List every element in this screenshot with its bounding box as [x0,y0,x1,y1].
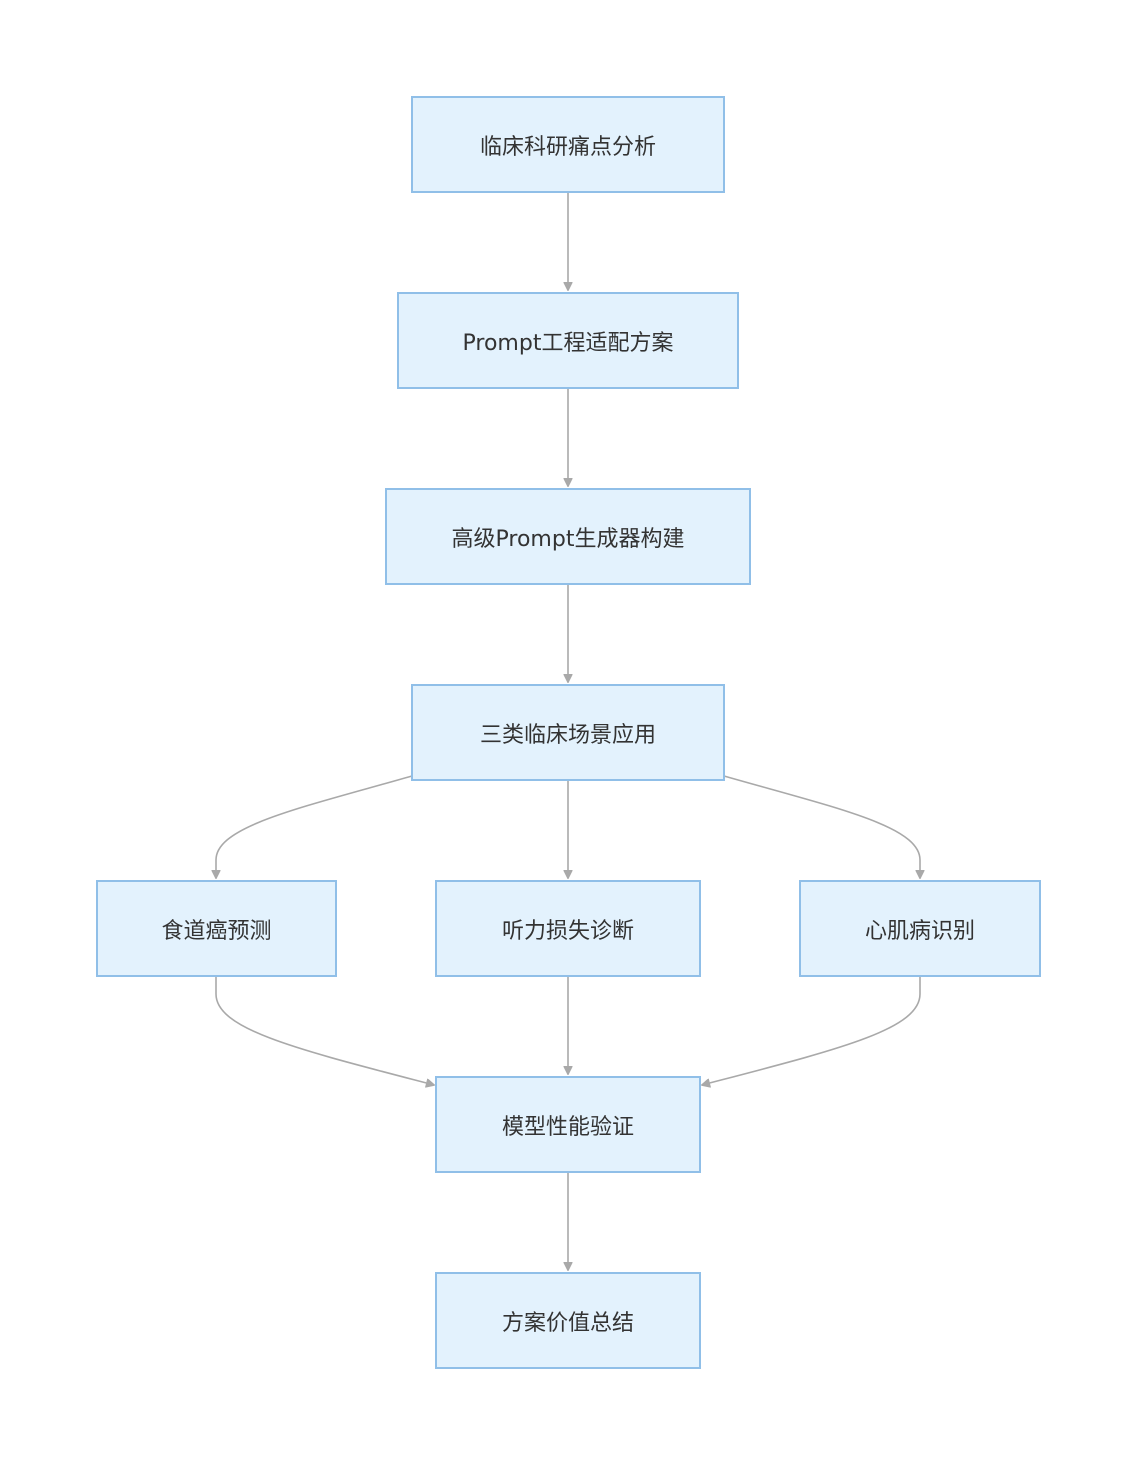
node-label: 临床科研痛点分析 [479,134,656,160]
node-clinical-scenarios: 三类临床场景应用 [411,684,725,781]
node-cardiomyopathy: 心肌病识别 [799,880,1041,977]
node-value-summary: 方案价值总结 [435,1272,701,1369]
node-label: Prompt工程适配方案 [462,330,674,356]
edge-clinical-scenarios-to-esophageal-cancer [216,775,413,878]
node-esophageal-cancer: 食道癌预测 [96,880,337,977]
node-label: 三类临床场景应用 [479,722,656,748]
node-label: 方案价值总结 [501,1310,634,1336]
node-prompt-generator: 高级Prompt生成器构建 [385,488,751,585]
node-hearing-loss: 听力损失诊断 [435,880,701,977]
node-pain-analysis: 临床科研痛点分析 [411,96,725,193]
edge-esophageal-cancer-to-model-validation [215,976,434,1085]
edge-clinical-scenarios-to-cardiomyopathy [723,775,920,878]
node-label: 听力损失诊断 [501,918,634,944]
node-label: 高级Prompt生成器构建 [451,526,685,552]
node-label: 心肌病识别 [864,918,975,944]
node-prompt-adaptation: Prompt工程适配方案 [397,292,739,389]
edge-cardiomyopathy-to-model-validation [702,976,921,1085]
node-label: 模型性能验证 [501,1114,634,1140]
node-label: 食道癌预测 [161,918,272,944]
node-model-validation: 模型性能验证 [435,1076,701,1173]
